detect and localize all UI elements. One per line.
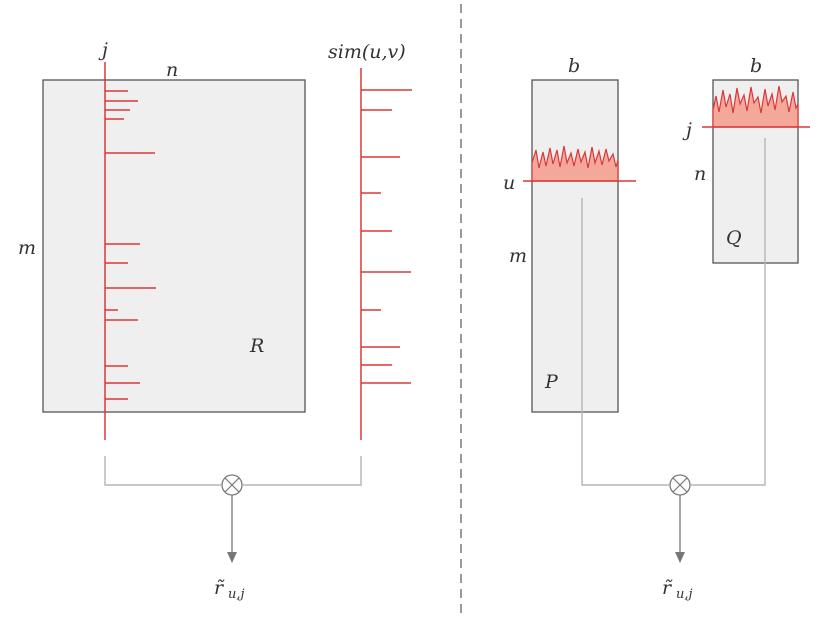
cols-n-label: n	[166, 59, 178, 81]
u-row-vector-fill	[531, 145, 619, 182]
operator-cross	[224, 477, 240, 493]
similarity-vector	[360, 68, 412, 440]
u-label: u	[503, 172, 515, 194]
j-row-vector-fill	[712, 85, 799, 128]
p-connector	[581, 198, 669, 486]
output-subscript: u,j	[228, 587, 245, 602]
n-label: n	[694, 163, 706, 185]
output-subscript: u,j	[676, 587, 693, 602]
p-width-b-label: b	[568, 55, 580, 77]
q-connector	[691, 138, 766, 486]
output-r-label: r̃	[214, 577, 225, 599]
rating-matrix-r	[42, 79, 306, 413]
rows-m-label: m	[18, 237, 36, 259]
left-connector	[104, 456, 221, 486]
user-matrix-p	[531, 79, 619, 413]
matrix-q-label: Q	[726, 227, 742, 249]
left-panel: j n sim(u,v) m R r̃ u,j	[18, 39, 412, 602]
left-connector-right	[243, 456, 362, 486]
j-label: j	[682, 119, 692, 141]
q-width-b-label: b	[750, 55, 762, 77]
m-label: m	[509, 245, 527, 267]
right-panel: b b u j n m Q P r̃ u,j	[503, 55, 810, 602]
matrix-r-label: R	[249, 335, 264, 357]
operator-cross	[672, 477, 688, 493]
column-j-vector	[104, 62, 156, 440]
sim-label: sim(u,v)	[328, 41, 406, 63]
arrow-head-icon	[675, 552, 685, 563]
arrow-head-icon	[227, 552, 237, 563]
output-r-label: r̃	[662, 577, 673, 599]
column-j-label: j	[98, 39, 108, 61]
matrix-p-label: P	[544, 371, 559, 393]
